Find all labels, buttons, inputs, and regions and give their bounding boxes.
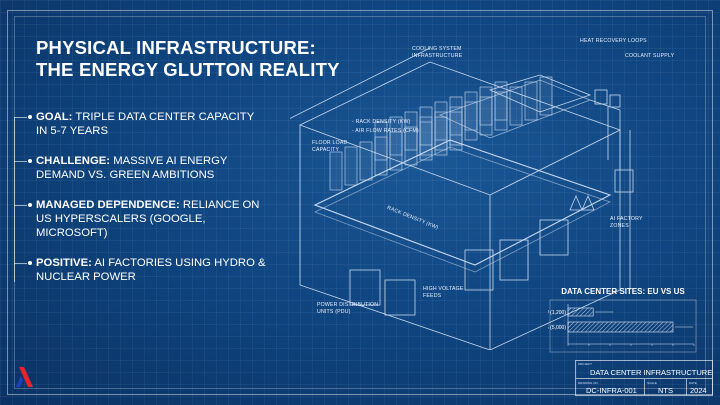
bullet-label: POSITIVE:: [36, 257, 92, 269]
server-rack: [419, 116, 433, 156]
server-rack: [434, 111, 448, 151]
bullet-text: MASSIVE AI ENERGY DEMAND VS. GREEN AMBIT…: [36, 155, 228, 181]
bar-label: US (5,000): [548, 325, 566, 331]
server-rack: [344, 146, 358, 186]
bullet-challenge: CHALLENGE: MASSIVE AI ENERGY DEMAND VS. …: [14, 154, 266, 182]
server-rack: [329, 151, 343, 191]
server-rack: [464, 101, 478, 141]
bullet-list: GOAL: TRIPLE DATA CENTER CAPACITY IN 5-7…: [14, 110, 266, 300]
title-line-1: PHYSICAL INFRASTRUCTURE:: [36, 37, 316, 58]
bullet-label: GOAL:: [36, 111, 73, 123]
chart-title: DATA CENTER SITES: EU VS US: [561, 287, 685, 296]
bar-chart: EU (1,200) US (5,000): [548, 299, 697, 353]
title-line-2: THE ENERGY GLUTTON REALITY: [36, 59, 340, 80]
label-heat-recovery: HEAT RECOVERY LOOPS: [580, 38, 647, 44]
server-rack: [494, 91, 508, 131]
project-label: PROJECT: [578, 362, 593, 366]
blueprint-frame: [7, 10, 713, 395]
drawing-no-label: DRAWING NO.: [578, 380, 599, 385]
bullet-connector: [14, 117, 15, 282]
server-rack: [509, 86, 523, 126]
server-rack: [374, 121, 388, 161]
bullet-label: CHALLENGE:: [36, 155, 111, 167]
bullet-goal: GOAL: TRIPLE DATA CENTER CAPACITY IN 5-7…: [14, 110, 266, 138]
bar-label: EU (1,200): [548, 310, 566, 316]
bullet-managed-dependence: MANAGED DEPENDENCE: RELIANCE ON US HYPER…: [14, 198, 266, 240]
label-cooling-system: COOLING SYSTEM INFRASTRUCTURE: [412, 46, 463, 59]
server-rack: [389, 116, 403, 156]
chart-frame: [549, 299, 697, 353]
label-air-flow: - AIR FLOW RATES (CFM): [352, 128, 419, 134]
label-coolant-supply: COOLANT SUPPLY: [625, 53, 675, 59]
server-rack: [449, 106, 463, 146]
label-high-voltage: HIGH VOLTAGE FEEDS: [423, 286, 464, 299]
label-floor-load: FLOOR LOAD CAPACITY: [312, 140, 348, 153]
bullet-text: AI FACTORIES USING HYDRO & NUCLEAR POWER: [36, 257, 266, 283]
bullet-positive: POSITIVE: AI FACTORIES USING HYDRO & NUC…: [14, 256, 266, 284]
bar-eu: [567, 307, 594, 317]
date-value: 2024: [690, 386, 707, 395]
bar-us: [567, 321, 674, 333]
brand-logo: [16, 367, 33, 387]
drawing-no: DC-INFRA-001: [586, 386, 637, 395]
project-name: DATA CENTER INFRASTRUCTURE: [590, 368, 713, 377]
bullet-text: TRIPLE DATA CENTER CAPACITY IN 5-7 YEARS: [36, 111, 255, 137]
label-ai-factory-zones: AI FACTORY ZONES: [610, 216, 643, 229]
server-rack: [524, 81, 538, 121]
scale-label: SCALE: [647, 380, 657, 385]
bullet-label: MANAGED DEPENDENCE:: [36, 199, 180, 211]
server-rack: [359, 141, 373, 181]
label-pdu: POWER DISTRIBUTION UNITS (PDU): [317, 302, 379, 315]
drawing-title-block: PROJECT DATA CENTER INFRASTRUCTURE DRAWI…: [575, 360, 713, 396]
bullet-text: RELIANCE ON US HYPERSCALERS (GOOGLE, MIC…: [36, 199, 260, 239]
label-rack-density: - RACK DENSITY (KW): [352, 119, 411, 125]
data-center-isometric-illustration: [290, 47, 634, 350]
scale-value: NTS: [658, 386, 673, 395]
date-label: DATE: [689, 380, 697, 385]
server-rack: [404, 111, 418, 151]
slide-title: PHYSICAL INFRASTRUCTURE: THE ENERGY GLUT…: [36, 37, 340, 81]
server-rack: [479, 96, 493, 136]
